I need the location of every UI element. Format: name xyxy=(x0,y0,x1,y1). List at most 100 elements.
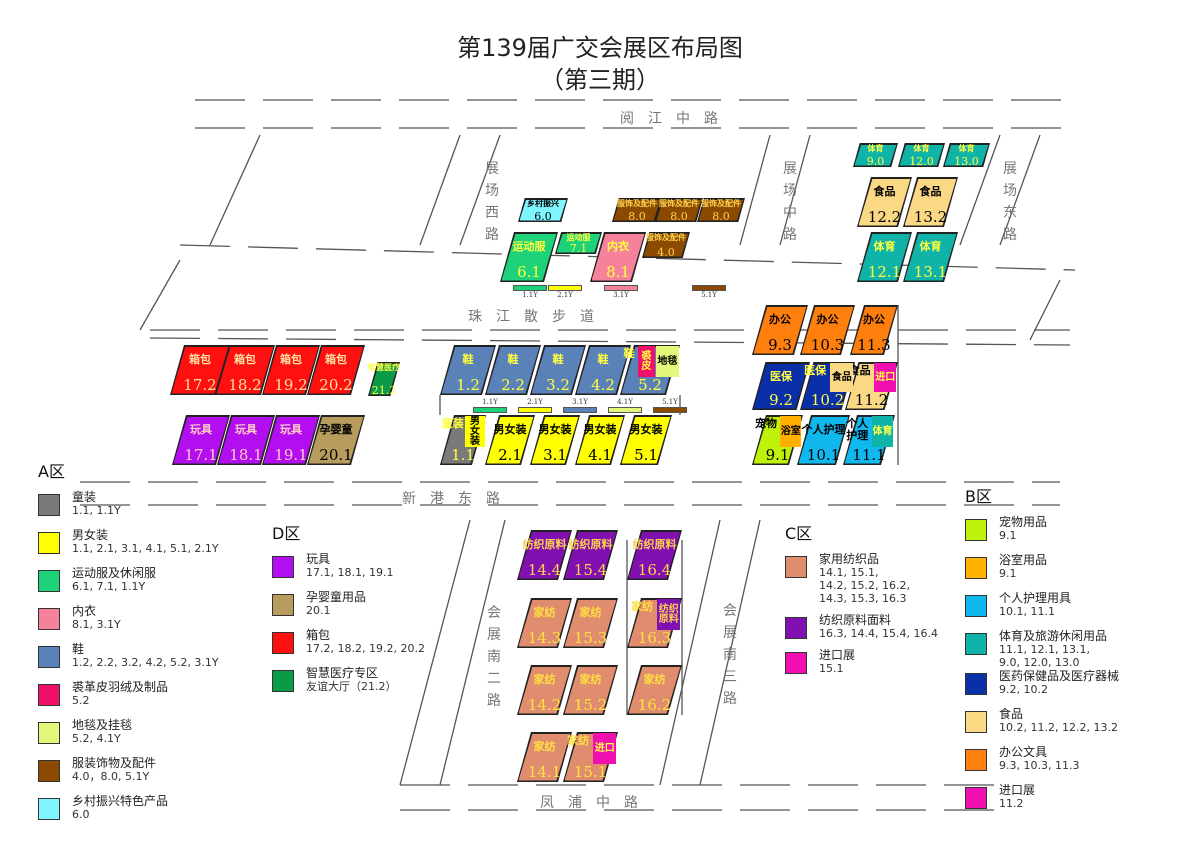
legend-swatch xyxy=(965,711,987,733)
hall-y-swatch xyxy=(692,285,726,291)
hall-y-label: 3.1Y xyxy=(613,291,629,299)
legend-halls: 5.2 xyxy=(72,694,90,707)
legend-category: 宠物用品 xyxy=(999,515,1048,529)
hall-number: 21.2 xyxy=(371,384,397,397)
hall-number: 5.2 xyxy=(638,376,662,394)
hall-number: 19.2 xyxy=(274,376,308,394)
hall-number: 15.3 xyxy=(573,629,608,647)
booth-category: 智慧医疗 xyxy=(368,363,400,372)
legend-halls: 9.1 xyxy=(999,567,1017,580)
legend-swatch xyxy=(965,749,987,771)
legend-halls: 11.2 xyxy=(999,797,1024,810)
hall-y-swatch xyxy=(518,407,552,413)
hall-y-label: 2.1Y xyxy=(527,398,543,406)
booth-category: 办公 xyxy=(816,313,839,326)
legend-halls: 9.1 xyxy=(999,529,1017,542)
legend-category: 浴室用品 xyxy=(999,553,1048,567)
booth-sub-area: 裘皮 xyxy=(638,346,655,377)
hall-y-tag: 3.1Y xyxy=(604,284,638,299)
hall-number: 9.1 xyxy=(765,446,790,464)
hall-number: 6.0 xyxy=(534,210,552,223)
booth-sub-area: 地毯 xyxy=(656,346,679,377)
hall-number: 4.0 xyxy=(657,246,675,259)
booth-category: 服饰及配件 xyxy=(701,199,741,208)
legend-halls: 1.1, 2.1, 3.1, 4.1, 5.1, 2.1Y xyxy=(72,542,219,555)
hall-y-tag: 5.1Y xyxy=(692,284,726,299)
legend-swatch xyxy=(38,798,60,820)
legend-halls: 8.1, 3.1Y xyxy=(72,618,121,631)
hall-number: 19.1 xyxy=(274,446,308,464)
hall-number: 8.0 xyxy=(628,210,646,223)
booth-category: 体育 xyxy=(919,240,942,253)
booth-category: 玩具 xyxy=(235,423,257,436)
hall-booth-21.2[interactable]: 智慧医疗 21.2 xyxy=(368,362,400,396)
booth-category: 服饰及配件 xyxy=(617,199,657,208)
legend-category: 裘革皮羽绒及制品 xyxy=(72,680,169,694)
hall-number: 14.3 xyxy=(527,629,562,647)
booth-category: 箱包 xyxy=(234,353,256,366)
road-line xyxy=(739,134,771,246)
legend-halls: 1.2, 2.2, 3.2, 4.2, 5.2, 3.1Y xyxy=(72,656,219,669)
hall-y-swatch xyxy=(548,285,582,291)
hall-number: 13.0 xyxy=(954,155,979,168)
legend-swatch xyxy=(965,633,987,655)
legend-halls: 15.1 xyxy=(819,662,844,675)
hall-booth-8.0[interactable]: 服饰及配件 8.0 xyxy=(612,198,662,222)
